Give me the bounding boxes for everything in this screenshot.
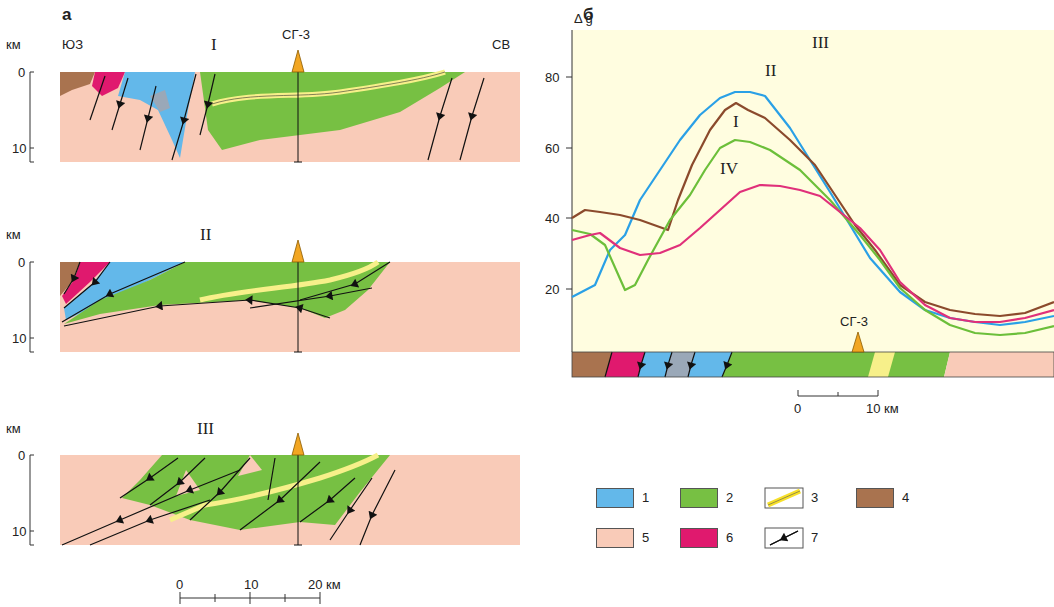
- diagram-label: 40: [545, 212, 559, 225]
- cross-section-2: [60, 240, 520, 352]
- legend-swatch: [680, 488, 718, 508]
- diagram-label: км: [6, 422, 21, 435]
- diagram-label: IV: [720, 160, 738, 177]
- diagram-label: Δ g: [574, 12, 593, 25]
- diagram-label: СВ: [492, 38, 510, 51]
- diagram-label: 10 км: [866, 402, 899, 415]
- diagram-label: 10: [12, 332, 26, 345]
- diagram-label: 0: [18, 449, 25, 462]
- diagram-label: 0: [18, 256, 25, 269]
- diagram-label: 60: [545, 142, 559, 155]
- diagram-label: СГ-3: [840, 315, 868, 328]
- legend-samples: [765, 488, 803, 548]
- legend-number: 3: [811, 491, 818, 504]
- diagram-label: II: [200, 226, 211, 243]
- legend-number: 5: [642, 531, 649, 544]
- legend-swatch: [596, 528, 634, 548]
- legend-number: 4: [902, 491, 909, 504]
- diagram-label: III: [812, 34, 829, 51]
- diagram-label: 10: [12, 525, 26, 538]
- diagram-label: 20: [545, 283, 559, 296]
- legend-swatch: [596, 488, 634, 508]
- legend-number: 2: [726, 491, 733, 504]
- scale-bar: [180, 592, 320, 604]
- diagram-label: I: [733, 113, 739, 130]
- diagram-label: км: [6, 38, 21, 51]
- gravity-chart: [566, 30, 1054, 396]
- diagram-label: 80: [545, 71, 559, 84]
- legend-swatch: [856, 488, 894, 508]
- cross-section-3: [60, 433, 520, 545]
- diagram-label: II: [765, 62, 776, 79]
- diagram-label: 10: [244, 578, 258, 591]
- legend-swatch: [680, 528, 718, 548]
- diagram-label: III: [197, 420, 214, 437]
- diagram-label: 0: [794, 402, 801, 415]
- cross-section-1: [60, 50, 520, 162]
- diagram-label: 20 км: [308, 578, 341, 591]
- diagram-label: а: [62, 6, 71, 23]
- diagram-label: I: [211, 36, 217, 53]
- legend-number: 6: [726, 531, 733, 544]
- diagram-label: 10: [12, 142, 26, 155]
- legend-number: 1: [642, 491, 649, 504]
- diagram-label: ЮЗ: [62, 38, 83, 51]
- legend-number: 7: [811, 531, 818, 544]
- diagram-label: 0: [18, 66, 25, 79]
- diagram-label: СГ-3: [282, 28, 310, 41]
- diagram-label: 0: [176, 578, 183, 591]
- diagram-label: км: [6, 228, 21, 241]
